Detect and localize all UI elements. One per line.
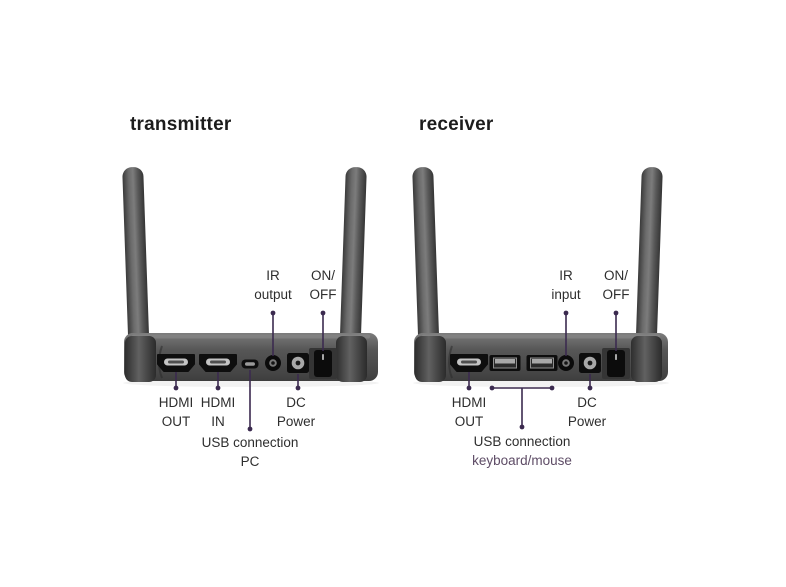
transmitter-dc-power-label: DC Power <box>276 395 316 429</box>
receiver-device <box>412 167 669 387</box>
transmitter-ir-output-label: IR output <box>254 268 292 302</box>
transmitter-antenna-right <box>339 167 367 350</box>
receiver-hdmi-out-port <box>450 354 488 372</box>
transmitter-usb-connection-label: USB connection PC <box>201 435 299 469</box>
receiver-hdmi-out-label: HDMI OUT <box>451 395 487 429</box>
receiver-heading: receiver <box>419 114 494 135</box>
receiver-usb-a-port-1 <box>489 354 521 372</box>
transmitter-hdmi-out-port <box>157 354 195 372</box>
receiver-usb-a-port-2 <box>526 354 558 372</box>
transmitter-antenna-base-left <box>125 336 156 382</box>
transmitter-ir-jack <box>265 355 281 371</box>
transmitter-power-switch <box>309 348 337 379</box>
transmitter-antenna-left <box>122 167 150 350</box>
transmitter-hdmi-out-label: HDMI OUT <box>158 395 194 429</box>
transmitter-on-off-label: ON/ OFF <box>309 268 337 302</box>
receiver-power-switch <box>602 348 630 379</box>
receiver-antenna-left <box>412 167 440 350</box>
transmitter-antenna-base-right <box>336 336 367 382</box>
transmitter-hdmi-in-label: HDMI IN <box>200 395 236 429</box>
receiver-on-off-label: ON/ OFF <box>602 268 630 302</box>
receiver-antenna-right <box>635 167 663 350</box>
transmitter-device <box>122 167 379 387</box>
receiver-antenna-base-left <box>415 336 446 382</box>
receiver-usb-connection-label: USB connection keyboard/mouse <box>472 434 572 468</box>
receiver-antenna-base-right <box>631 336 662 382</box>
transmitter-dc-power-jack <box>287 353 309 373</box>
receiver-dc-power-jack <box>579 353 601 373</box>
transmitter-annotations <box>173 310 326 432</box>
transmitter-micro-usb-port <box>241 359 259 369</box>
transmitter-hdmi-in-port <box>199 354 237 372</box>
receiver-dc-power-label: DC Power <box>567 395 607 429</box>
receiver-ir-jack <box>558 355 574 371</box>
receiver-annotations <box>466 310 619 430</box>
transmitter-heading: transmitter <box>130 114 232 135</box>
receiver-ir-input-label: IR input <box>551 268 581 302</box>
